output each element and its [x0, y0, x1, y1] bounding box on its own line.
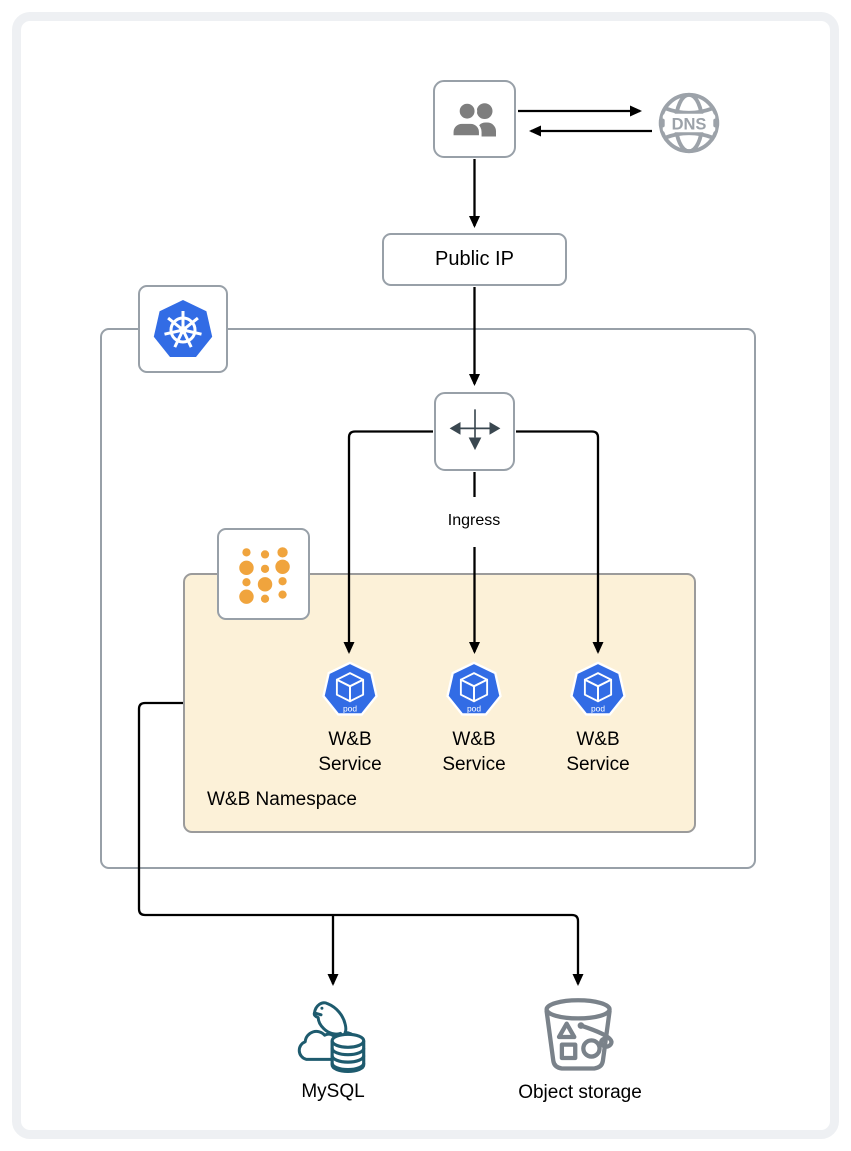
- dns-globe-icon: DNS: [658, 92, 720, 154]
- object-storage-label: Object storage: [518, 1082, 642, 1103]
- pod-badge: pod: [343, 704, 357, 714]
- mysql-label: MySQL: [301, 1081, 365, 1102]
- public-ip-node: Public IP: [382, 233, 567, 286]
- pod-badge: pod: [591, 704, 605, 714]
- namespace-icon-node: [217, 528, 310, 620]
- namespace-dots-icon: [238, 547, 290, 604]
- pod-icon: pod: [446, 661, 502, 716]
- mysql-dolphin-icon: [297, 1001, 366, 1073]
- kubernetes-logo-node: [138, 285, 228, 373]
- pod-service-label: W&B Service: [566, 729, 630, 775]
- pod-badge: pod: [467, 704, 481, 714]
- ingress-arrows-icon: [449, 408, 500, 450]
- dns-band: [662, 113, 716, 133]
- ingress-node: [434, 392, 515, 471]
- pod-service-label: W&B Service: [442, 729, 506, 775]
- pod-icon: pod: [570, 661, 626, 716]
- pod-service-label: W&B Service: [318, 729, 382, 775]
- dns-label: DNS: [672, 114, 707, 133]
- public-ip-label: Public IP: [435, 248, 514, 270]
- ingress-label: Ingress: [447, 512, 501, 529]
- users-node: [433, 80, 516, 158]
- kubernetes-logo-icon: [153, 300, 213, 357]
- object-storage-bucket-icon: [544, 998, 614, 1071]
- pod-icon: pod: [322, 661, 378, 716]
- users-icon: [450, 101, 496, 138]
- namespace-label: W&B Namespace: [207, 789, 357, 810]
